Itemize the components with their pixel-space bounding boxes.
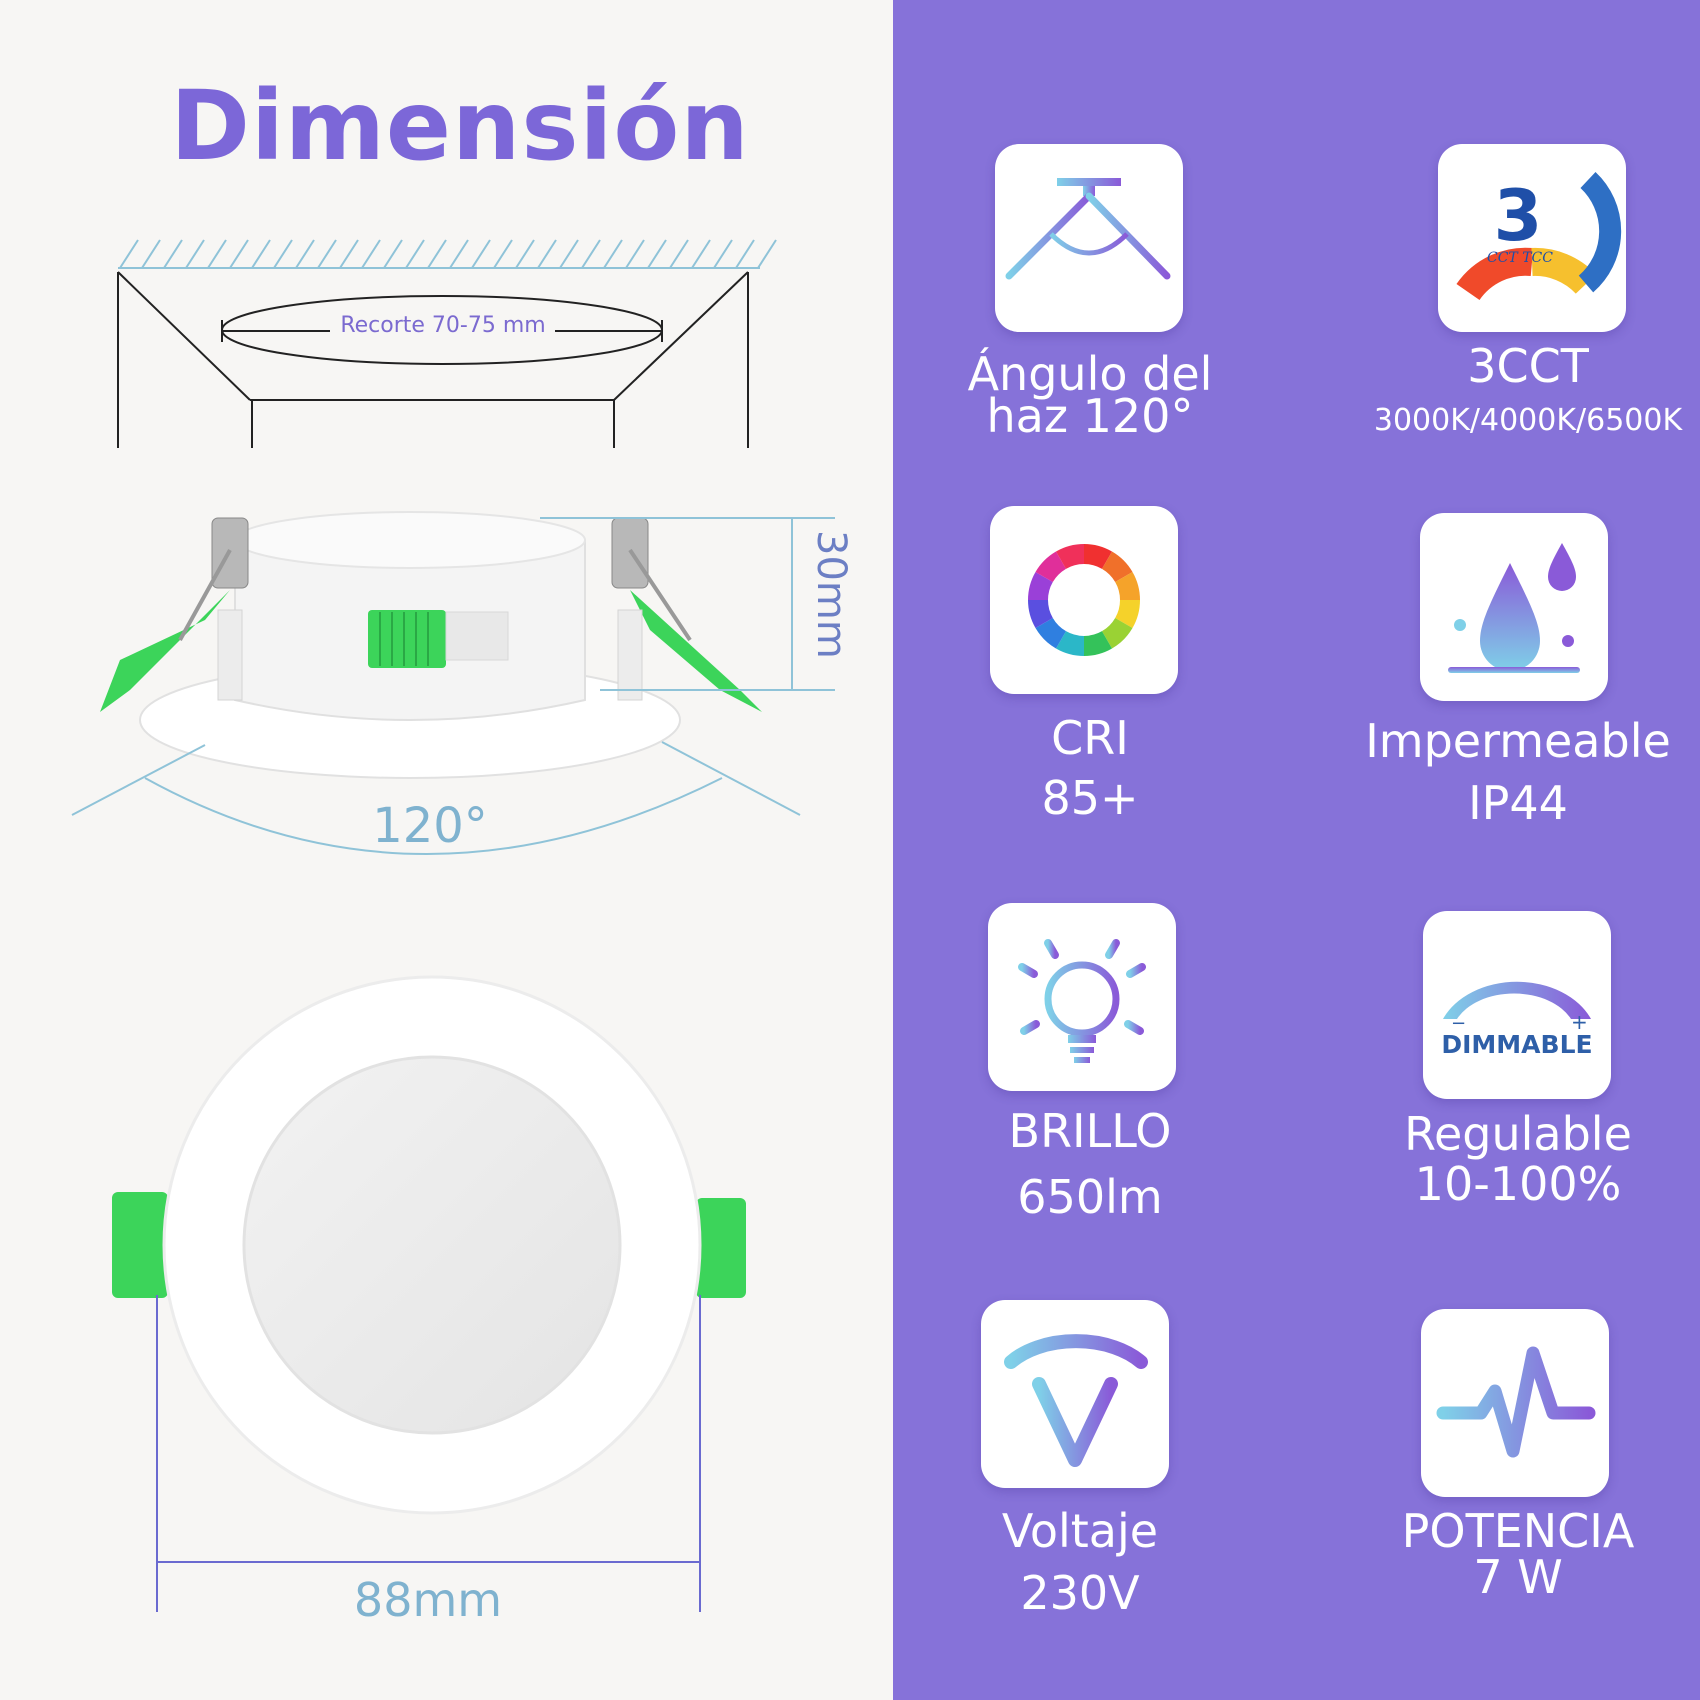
width-label: 88mm (354, 1573, 502, 1627)
ceiling-hatch (118, 239, 777, 269)
color-ring-segment (1028, 600, 1053, 628)
waterproof-card (1420, 513, 1608, 701)
color-ring-segment (1056, 544, 1084, 569)
svg-text:CCT TCC: CCT TCC (1487, 250, 1553, 266)
color-ring-segment (1035, 551, 1066, 582)
color-ring-segment (1102, 618, 1133, 649)
feature-cct: 3CCT 3000K/4000K/6500K (1373, 339, 1683, 438)
dimmable-card: − + DIMMABLE (1423, 911, 1611, 1099)
color-ring-segment (1056, 631, 1084, 656)
page-title: Dimensión (170, 70, 750, 182)
color-ring-icon (1028, 544, 1140, 656)
water-drop-icon (1448, 543, 1580, 673)
lamp-side-view (100, 511, 762, 779)
svg-text:DIMMABLE: DIMMABLE (1441, 1030, 1592, 1059)
brightness-card (988, 903, 1176, 1091)
feature-beam-angle: Ángulo del haz 120° (967, 347, 1213, 443)
dimension-diagram: Recorte 70-75 mm (71, 239, 854, 1627)
feature-power: POTENCIA 7 W (1401, 1504, 1635, 1604)
feature-brightness: BRILLO 650lm (1008, 1104, 1172, 1224)
color-ring-segment (1084, 631, 1112, 656)
lamp-front-view (112, 975, 746, 1515)
svg-text:−: − (1451, 1013, 1466, 1034)
cri-card (990, 506, 1178, 694)
power-card (1421, 1309, 1609, 1497)
color-ring-segment (1115, 600, 1140, 628)
angle-label: 120° (372, 798, 488, 854)
feature-cri: CRI 85+ (1041, 711, 1139, 825)
cct-card: 3 CCT TCC (1438, 144, 1626, 332)
color-ring-segment (1028, 572, 1053, 600)
color-ring-segment (1035, 618, 1066, 649)
color-ring-segment (1084, 544, 1112, 569)
beam-angle-card (995, 144, 1183, 332)
power-pulse-icon (1436, 1346, 1596, 1458)
cutout-drawing (117, 271, 749, 448)
svg-text:+: + (1571, 1010, 1588, 1034)
dimension-panel: Dimensión Recorte 70-7 (71, 70, 854, 1627)
feature-dimmable: Regulable 10-100% (1404, 1107, 1632, 1211)
color-ring-segment (1115, 572, 1140, 600)
feature-voltage: Voltaje 230V (1001, 1504, 1159, 1620)
cutout-label: Recorte 70-75 mm (340, 313, 545, 338)
svg-text:3: 3 (1494, 175, 1543, 257)
voltage-card (981, 1300, 1169, 1488)
height-label: 30mm (808, 530, 854, 659)
light-bulb-icon (1010, 929, 1154, 1063)
color-ring-segment (1102, 551, 1133, 582)
beam-angle-icon (1005, 178, 1171, 280)
features-panel: Ángulo del haz 120° 3 CCT TCC 3CCT 3000K… (893, 0, 1700, 1700)
cct-gauge-icon: 3 CCT TCC (1456, 171, 1622, 301)
feature-waterproof: Impermeable IP44 (1365, 714, 1671, 830)
voltage-icon (1004, 1334, 1148, 1467)
dimmable-arc-icon: − + DIMMABLE (1441, 981, 1593, 1059)
